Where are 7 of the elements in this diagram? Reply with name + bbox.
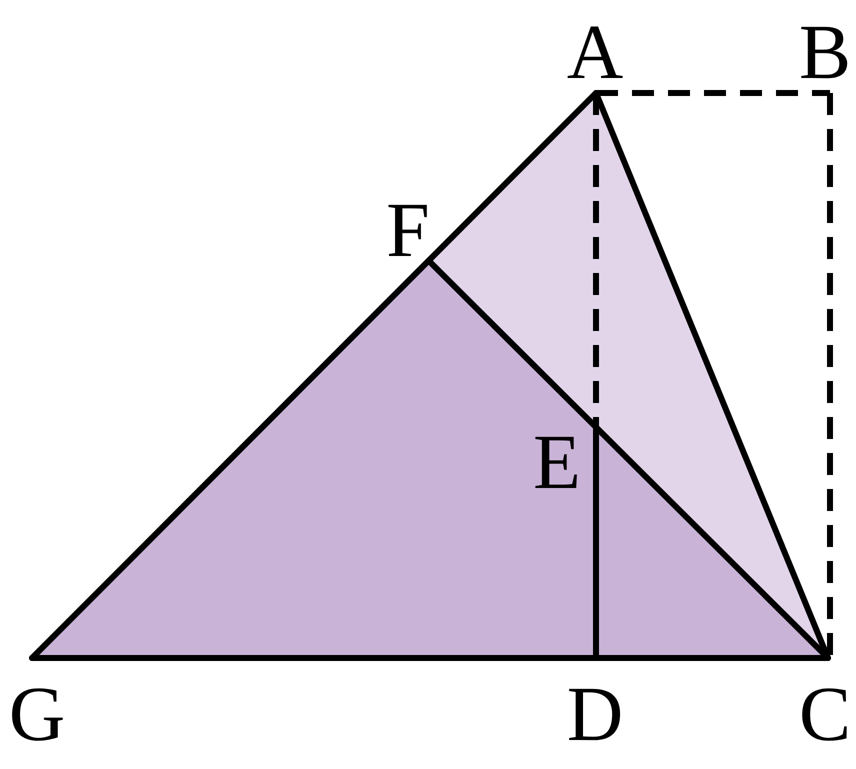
point-label: F xyxy=(386,191,430,269)
point-label: D xyxy=(566,675,624,753)
point-label: C xyxy=(798,675,852,753)
point-label: B xyxy=(798,13,852,91)
point-label: G xyxy=(8,675,66,753)
point-label: E xyxy=(533,423,581,501)
point-label: A xyxy=(566,13,624,91)
